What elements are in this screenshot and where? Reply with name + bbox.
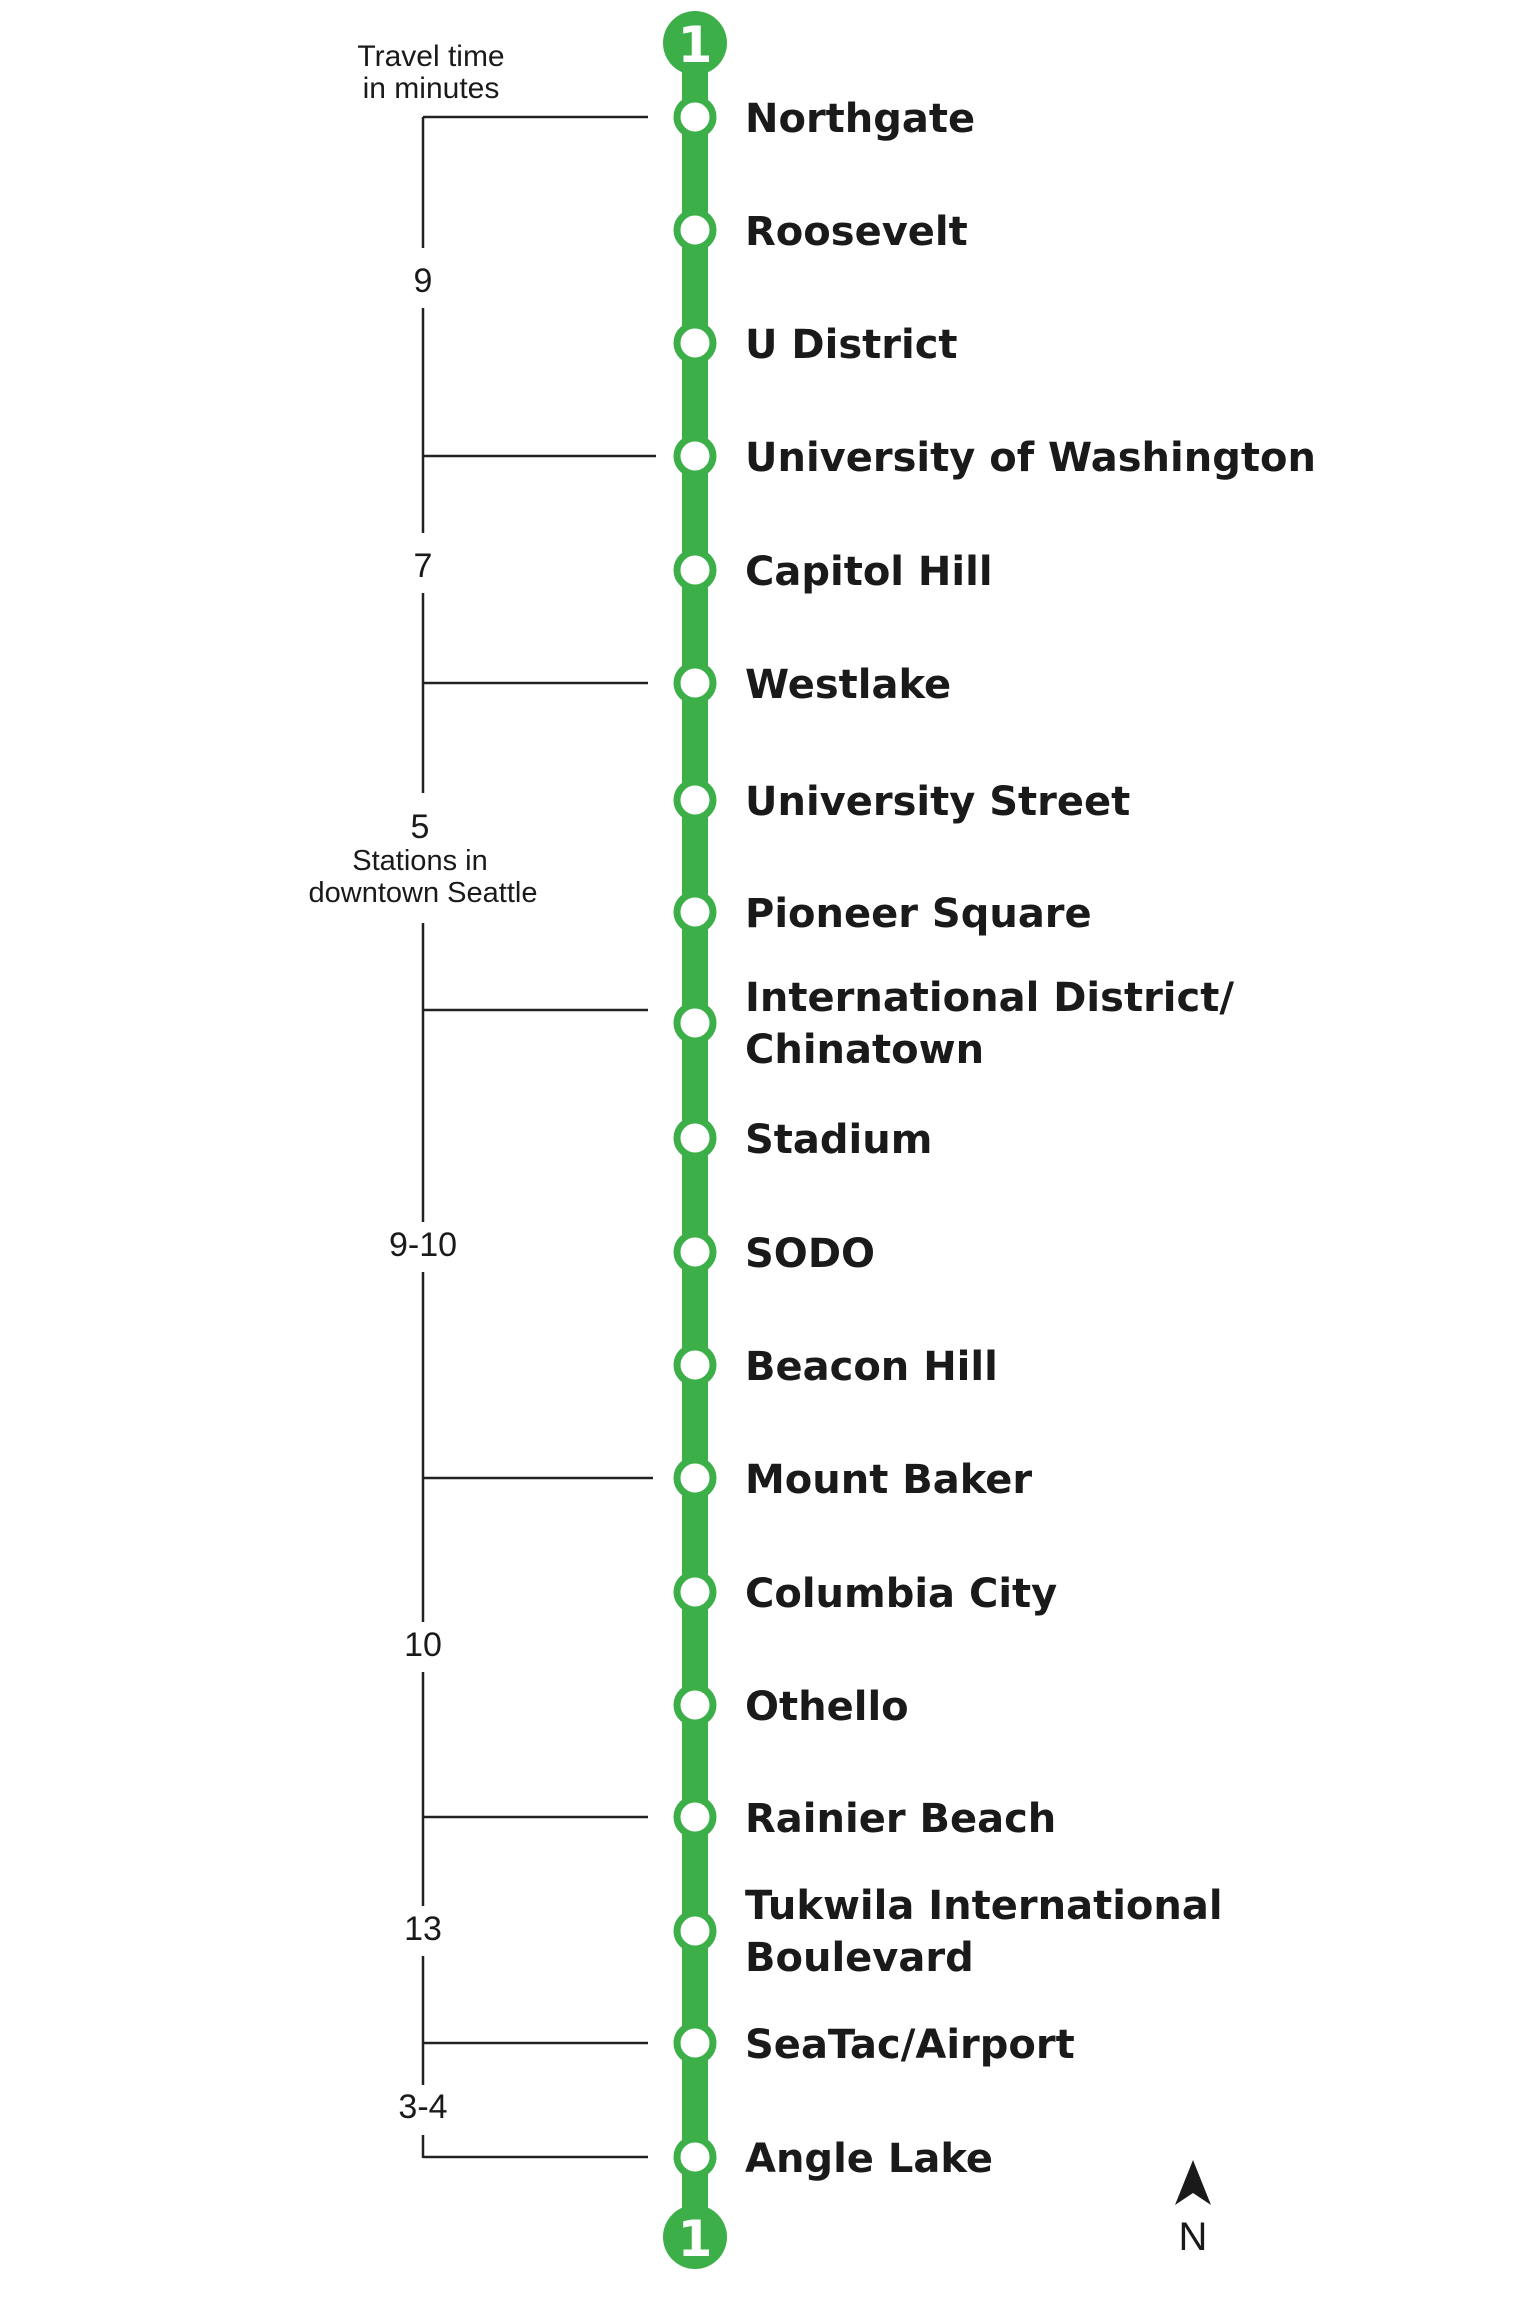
station[interactable]: Northgate — [673, 95, 975, 142]
travel-time-label: 5 — [411, 808, 430, 846]
station-marker — [673, 1909, 717, 1953]
station-marker — [673, 1456, 717, 1500]
station-name: International District/ — [745, 975, 1234, 1021]
route-badge-number: 1 — [678, 2210, 713, 2268]
downtown-stations-note-line1: Stations in — [352, 845, 487, 877]
station-marker — [673, 1001, 717, 1045]
station[interactable]: U District — [673, 321, 958, 368]
station-name: Stadium — [745, 1117, 932, 1163]
route-badge-number: 1 — [678, 16, 713, 74]
travel-time-labels: 9 7 5 Stations in downtown Seattle 9-10 … — [309, 262, 538, 2126]
downtown-stations-note-line2: downtown Seattle — [309, 877, 538, 909]
travel-time-bracket — [421, 115, 656, 2159]
station-name: Mount Baker — [745, 1457, 1032, 1503]
station[interactable]: Mount Baker — [673, 1456, 1032, 1503]
station-marker — [673, 2021, 717, 2065]
station-name: Northgate — [745, 96, 975, 142]
station-name: U District — [745, 322, 958, 368]
station-name: University of Washington — [745, 435, 1316, 481]
station-marker — [673, 661, 717, 705]
travel-time-label: 9-10 — [389, 1226, 457, 1264]
station[interactable]: Roosevelt — [673, 208, 968, 255]
travel-time-label: 13 — [404, 1910, 442, 1948]
travel-time-label: 10 — [404, 1626, 442, 1664]
station-marker — [673, 548, 717, 592]
station-marker — [673, 778, 717, 822]
route-badge-circle — [663, 11, 727, 75]
north-arrow-icon — [1175, 2160, 1211, 2205]
station[interactable]: Capitol Hill — [673, 548, 993, 595]
north-arrow: N — [1175, 2160, 1211, 2259]
station-marker — [673, 1116, 717, 1160]
station-marker — [673, 208, 717, 252]
station-name: Roosevelt — [745, 209, 968, 255]
station-name-line2: Chinatown — [745, 1027, 984, 1073]
station-name: SODO — [745, 1231, 875, 1277]
travel-time-heading-line1: Travel time — [357, 40, 504, 73]
station-name: Tukwila International — [745, 1883, 1223, 1929]
station[interactable]: SeaTac/Airport — [673, 2021, 1075, 2068]
station[interactable]: Columbia City — [673, 1570, 1057, 1617]
station-name: Pioneer Square — [745, 891, 1092, 937]
station[interactable]: Beacon Hill — [673, 1343, 998, 1390]
route-badge-circle — [663, 2205, 727, 2269]
station-marker — [673, 2135, 717, 2179]
travel-time-label: 9 — [414, 262, 433, 300]
travel-time-heading: Travel time in minutes — [357, 40, 504, 105]
station[interactable]: Angle Lake — [673, 2135, 993, 2182]
station[interactable]: Othello — [673, 1683, 909, 1730]
station-name: SeaTac/Airport — [745, 2022, 1075, 2068]
station[interactable]: Rainier Beach — [673, 1795, 1056, 1842]
station-marker — [673, 1570, 717, 1614]
station[interactable]: Stadium — [673, 1116, 932, 1163]
station[interactable]: University of Washington — [673, 434, 1316, 481]
station-marker — [673, 434, 717, 478]
station-marker — [673, 890, 717, 934]
station-name: Othello — [745, 1684, 909, 1730]
station-name: Rainier Beach — [745, 1796, 1056, 1842]
station-marker — [673, 1343, 717, 1387]
north-label: N — [1179, 2215, 1208, 2259]
station-name: Westlake — [745, 662, 951, 708]
station[interactable]: Westlake — [673, 661, 951, 708]
station[interactable]: Pioneer Square — [673, 890, 1092, 937]
station[interactable]: SODO — [673, 1230, 875, 1277]
station-marker — [673, 321, 717, 365]
station-marker — [673, 95, 717, 139]
station-name: University Street — [745, 779, 1130, 825]
route-badge-bottom[interactable]: 1 — [663, 2205, 727, 2269]
station-name: Beacon Hill — [745, 1344, 998, 1390]
station[interactable]: University Street — [673, 778, 1130, 825]
route-badge-top[interactable]: 1 — [663, 11, 727, 75]
station-name: Angle Lake — [745, 2136, 993, 2182]
station-marker — [673, 1683, 717, 1727]
station[interactable]: International District/Chinatown — [673, 975, 1234, 1073]
station-marker — [673, 1230, 717, 1274]
station-marker — [673, 1795, 717, 1839]
travel-time-heading-line2: in minutes — [363, 72, 500, 105]
station-name: Columbia City — [745, 1571, 1057, 1617]
travel-time-label: 3-4 — [398, 2088, 447, 2126]
travel-time-label: 7 — [414, 547, 433, 585]
station-name-line2: Boulevard — [745, 1935, 974, 1981]
station-name: Capitol Hill — [745, 549, 993, 595]
